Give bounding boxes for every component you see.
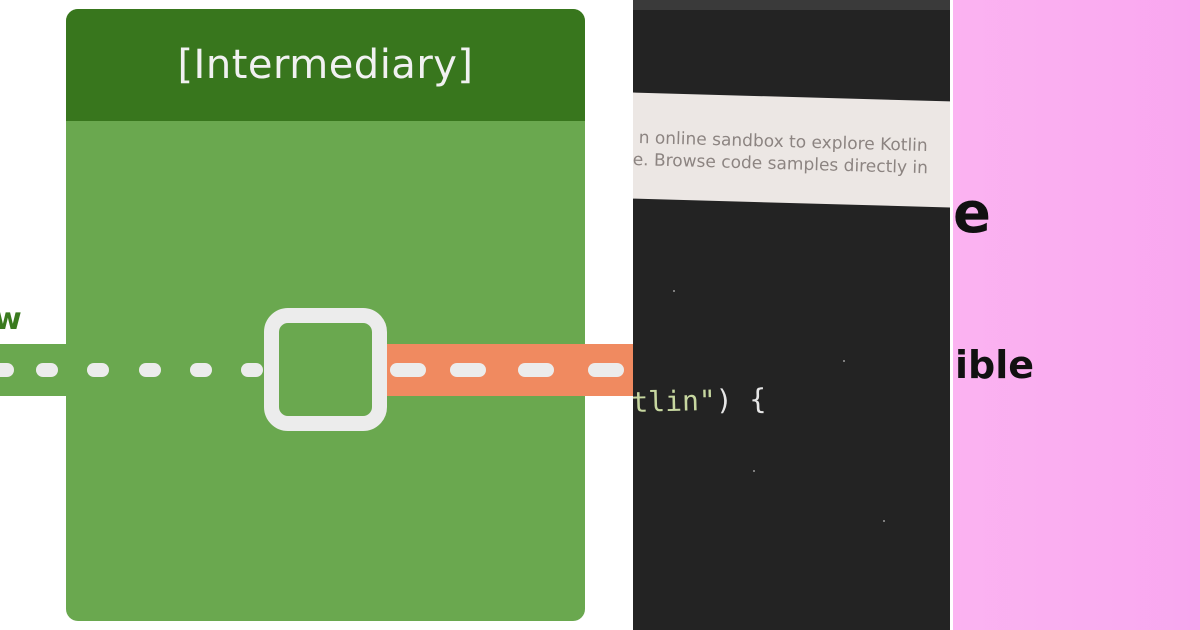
node-header: [Intermediary] bbox=[66, 9, 585, 121]
flow-dot bbox=[0, 363, 14, 377]
port-icon bbox=[264, 308, 387, 431]
diagram-panel: w [Intermediary] bbox=[0, 9, 633, 621]
screen-speck bbox=[883, 520, 885, 522]
code-string: tlin" bbox=[633, 383, 717, 419]
flow-dash bbox=[390, 363, 426, 377]
code-brace: ) { bbox=[715, 382, 767, 417]
monitor-bezel bbox=[633, 0, 950, 10]
heading-fragment: e bbox=[953, 181, 991, 246]
flow-dot bbox=[241, 363, 263, 377]
code-line: tlin") { bbox=[633, 382, 767, 419]
edge-label: w bbox=[0, 302, 22, 337]
flow-dot bbox=[190, 363, 212, 377]
screen-speck bbox=[753, 470, 755, 472]
subheading-fragment: ible bbox=[955, 343, 1035, 387]
flow-dash bbox=[518, 363, 554, 377]
flow-dot bbox=[87, 363, 109, 377]
code-photo-panel: n online sandbox to explore Kotlin e. Br… bbox=[633, 0, 950, 630]
flow-dot bbox=[36, 363, 58, 377]
pink-text-panel: e ible bbox=[950, 0, 1200, 630]
node-title: [Intermediary] bbox=[177, 42, 474, 88]
flow-dash bbox=[450, 363, 486, 377]
flow-dot bbox=[139, 363, 161, 377]
flow-dash bbox=[588, 363, 624, 377]
screen-speck bbox=[673, 290, 675, 292]
screen-speck bbox=[843, 360, 845, 362]
